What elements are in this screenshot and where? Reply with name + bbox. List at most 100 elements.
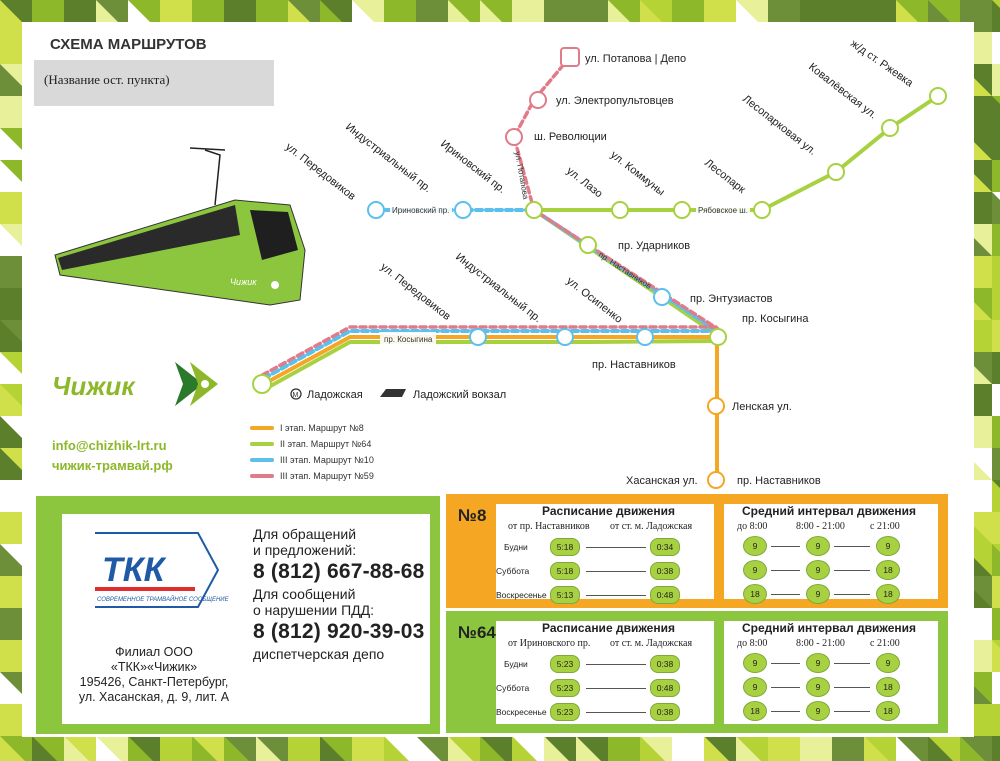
time-connector	[586, 712, 646, 713]
address-line: ул. Хасанская, д. 9, лит. А	[78, 690, 230, 704]
interval-connector	[771, 663, 800, 664]
station-kosygina: пр. Косыгина	[742, 313, 809, 325]
phone2-title: о нарушении ПДД:	[253, 602, 375, 618]
legend-label: III этап. Маршрут №59	[280, 471, 374, 481]
time-connector	[586, 547, 646, 548]
address-line: Филиал ООО «ТКК»«Чижик»	[110, 645, 198, 674]
legend-swatch	[250, 442, 274, 446]
time-connector	[586, 688, 646, 689]
company-address: Филиал ООО «ТКК»«Чижик» 195426, Санкт-Пе…	[74, 645, 234, 705]
route-10-lower	[257, 329, 720, 383]
schedule-title: Расписание движения	[542, 504, 675, 518]
street-irinovsky: Ириновский пр.	[392, 206, 449, 215]
station-industr2: Индустриальный пр.	[453, 251, 543, 325]
tkk-logo-sub: СОВРЕМЕННОЕ ТРАМВАЙНОЕ СООБЩЕНИЕ	[97, 595, 230, 603]
interval-connector	[834, 570, 870, 571]
legend-swatch	[250, 474, 274, 478]
station-markers	[252, 47, 947, 489]
phone1-title: и предложений:	[253, 542, 357, 558]
contact-site[interactable]: чижик-трамвай.рф	[52, 458, 173, 473]
time-connector	[586, 595, 646, 596]
time-connector	[586, 571, 646, 572]
legend-item: II этап. Маршрут №64	[250, 436, 374, 452]
interval-value: 9	[743, 653, 767, 673]
station-osipenko: ул. Осипенко	[564, 275, 624, 326]
interval-value: 18	[876, 701, 900, 721]
time-first: 5:23	[550, 703, 580, 721]
phone-block: Для обращений и предложений: 8 (812) 667…	[253, 526, 425, 662]
station-kovalev: Ковалёвская ул.	[806, 61, 879, 122]
street-potapova: ул. Потапова	[513, 151, 530, 201]
legend-item: III этап. Маршрут №59	[250, 468, 374, 484]
interval-value: 9	[806, 677, 830, 697]
tram-logo-text: Чижик	[230, 277, 257, 287]
train-icon	[380, 389, 406, 397]
route-59-lower	[255, 325, 718, 380]
schedule-day: Будни	[504, 659, 528, 669]
address-line: 195426, Санкт-Петербург,	[79, 675, 229, 689]
interval-col-header: до 8:00	[737, 521, 768, 532]
route-number: №64	[458, 623, 496, 642]
interval-title: Средний интервал движения	[742, 621, 916, 635]
time-first: 5:18	[550, 562, 580, 580]
interval-value: 18	[876, 560, 900, 580]
depot-marker	[560, 47, 580, 67]
route-lines	[255, 55, 940, 482]
interval-value: 9	[743, 560, 767, 580]
interval-connector	[771, 687, 800, 688]
station-irinovsky: Ириновский пр.	[438, 138, 508, 196]
time-last: 0:48	[650, 679, 680, 697]
schedule-to: от ст. м. Ладожская	[610, 521, 693, 532]
contact-email[interactable]: info@chizhik-lrt.ru	[52, 438, 167, 453]
interval-connector	[834, 711, 870, 712]
street-ryabovskoe: Рябовское ш.	[698, 206, 748, 215]
time-last: 0:38	[650, 703, 680, 721]
station-rzhevka: ж/д ст. Ржевка	[848, 38, 916, 90]
interval-connector	[771, 711, 800, 712]
interval-col-header: 8:00 - 21:00	[796, 638, 845, 649]
time-last: 0:34	[650, 538, 680, 556]
time-last: 0:38	[650, 655, 680, 673]
schedule-from: от пр. Наставников	[508, 521, 590, 532]
schedule-day: Суббота	[496, 683, 530, 693]
station-lenskaya: Ленская ул.	[732, 401, 792, 413]
station-lesopark: Лесопарк	[702, 157, 747, 196]
interval-col-header: с 21:00	[870, 521, 900, 532]
phone2-note: диспетчерская депо	[253, 646, 385, 662]
schedule-from: от Ириновского пр.	[508, 638, 591, 649]
schedule-day: Воскресенье	[496, 590, 547, 600]
interval-value: 9	[806, 536, 830, 556]
legend-label: I этап. Маршрут №8	[280, 423, 364, 433]
interval-connector	[834, 594, 870, 595]
station-lad-vokzal: Ладожский вокзал	[413, 389, 506, 401]
time-last: 0:48	[650, 586, 680, 604]
station-peredovikov2: ул. Передовиков	[378, 261, 453, 323]
interval-title: Средний интервал движения	[742, 504, 916, 518]
schedule-day: Будни	[504, 542, 528, 552]
interval-connector	[834, 687, 870, 688]
phone2-number[interactable]: 8 (812) 920-39-03	[253, 620, 425, 643]
schedule-day: Суббота	[496, 566, 530, 576]
interval-connector	[834, 546, 870, 547]
interval-value: 9	[743, 677, 767, 697]
phone2-title: Для сообщений	[253, 586, 356, 602]
phone1-number[interactable]: 8 (812) 667-88-68	[253, 560, 425, 583]
station-peredovikov1: ул. Передовиков	[283, 141, 358, 203]
route-10-line	[374, 208, 722, 335]
schedule-day: Воскресенье	[496, 707, 547, 717]
interval-value: 9	[876, 536, 900, 556]
schedule-title: Расписание движения	[542, 621, 675, 635]
svg-text:M: M	[293, 392, 299, 399]
schedule-to: от ст. м. Ладожская	[610, 638, 693, 649]
legend-swatch	[250, 426, 274, 430]
interval-value: 18	[876, 584, 900, 604]
legend-swatch	[250, 458, 274, 462]
legend-label: II этап. Маршрут №64	[280, 439, 372, 449]
station-udarnikov: пр. Ударников	[618, 240, 690, 252]
svg-text:Чижик: Чижик	[52, 371, 136, 401]
station-ladozhskaya: Ладожская	[307, 389, 363, 401]
station-hasanskaya: Хасанская ул.	[626, 475, 698, 487]
time-connector	[586, 664, 646, 665]
time-first: 5:23	[550, 655, 580, 673]
interval-col-header: до 8:00	[737, 638, 768, 649]
